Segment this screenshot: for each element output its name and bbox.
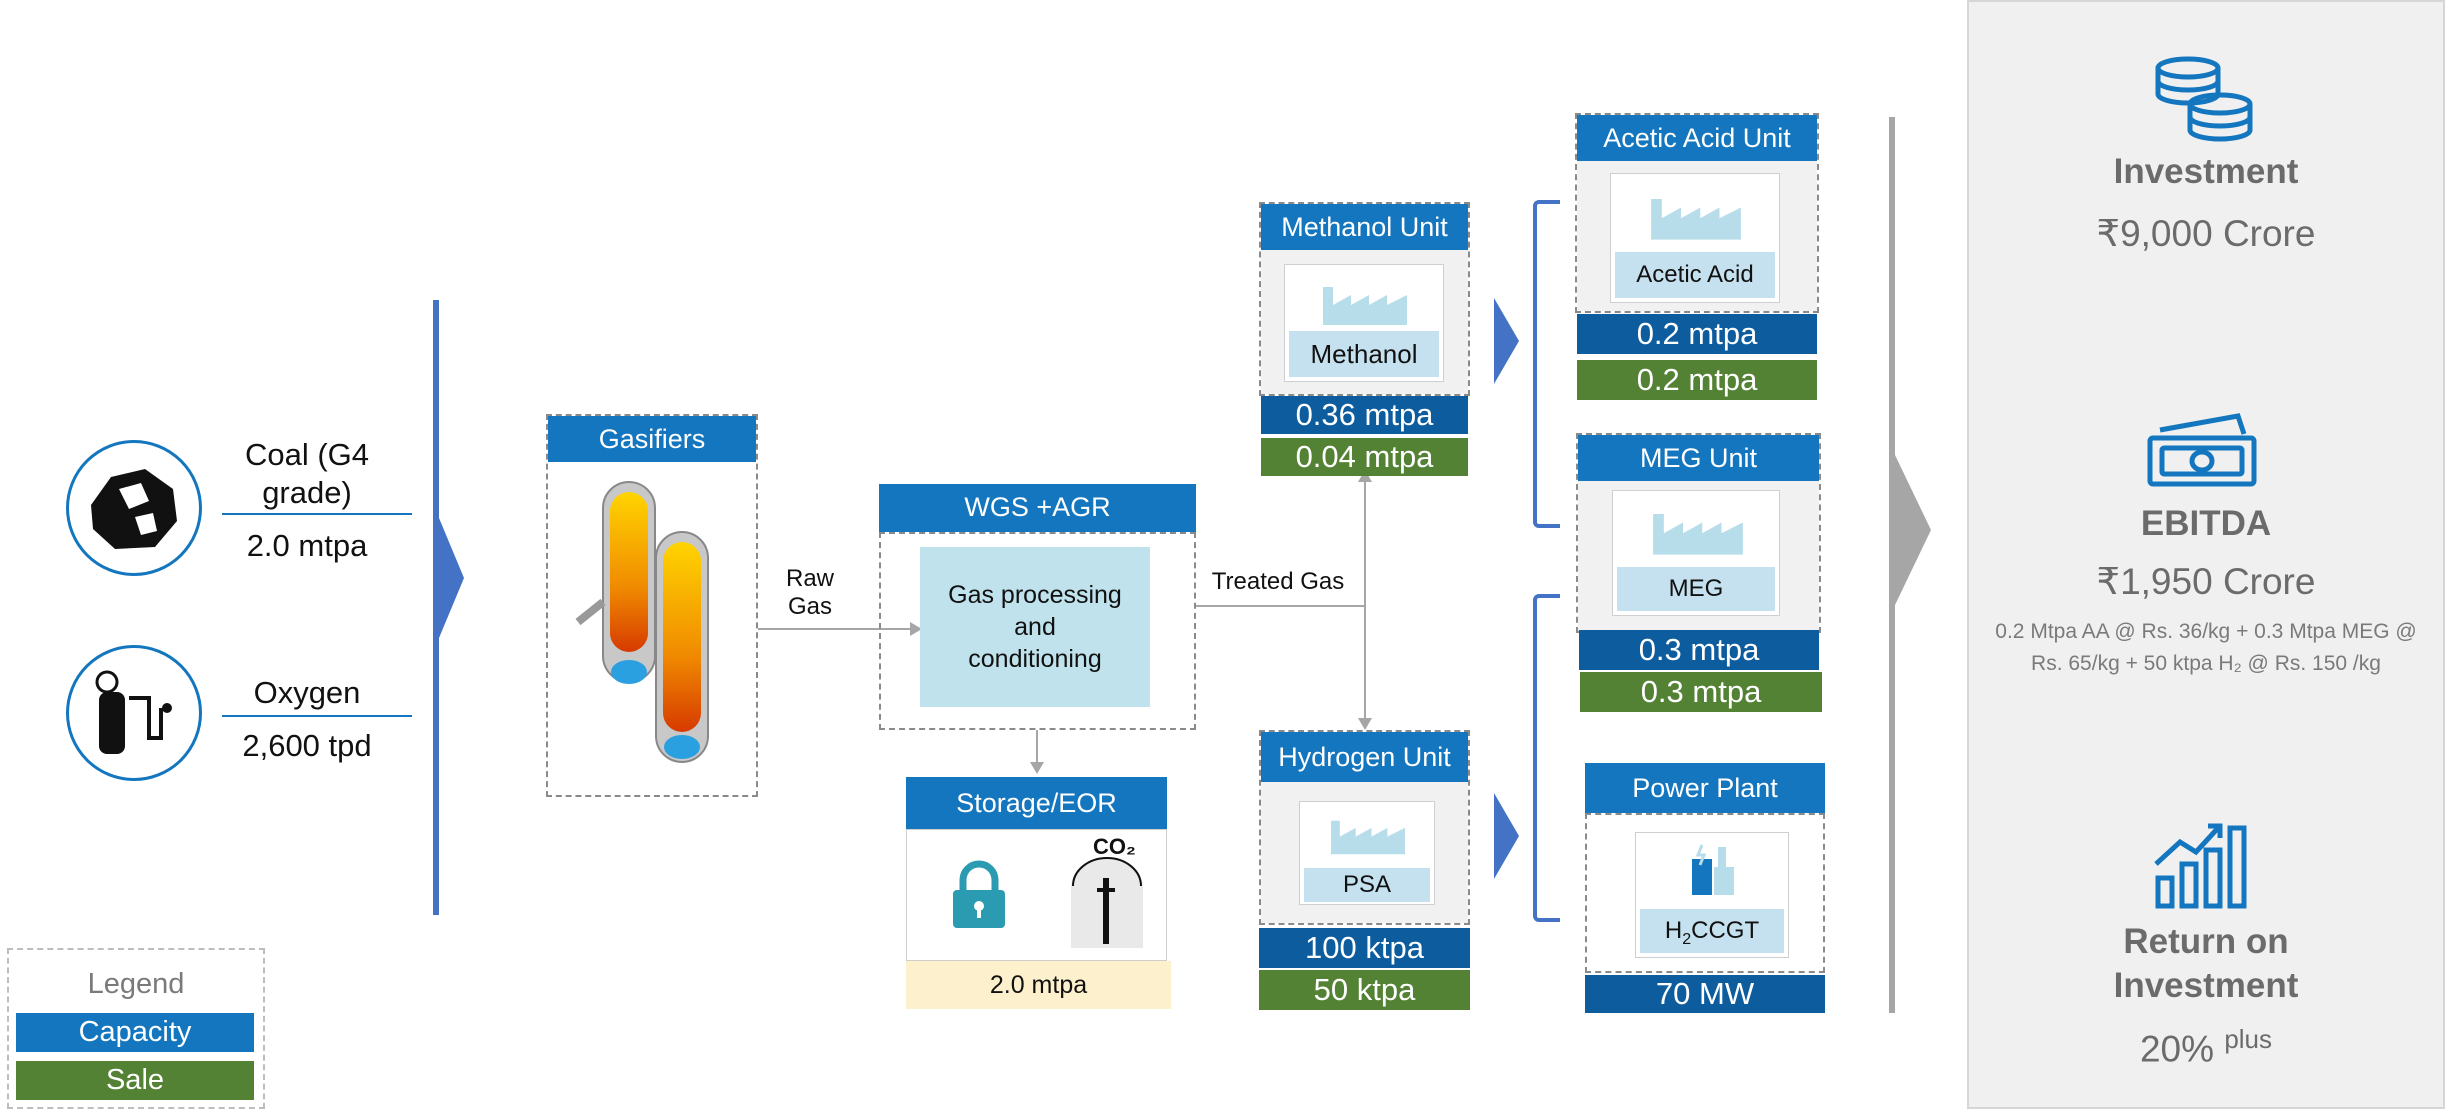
investment-label: Investment — [2113, 152, 2299, 191]
methanol-caption: Methanol — [1289, 331, 1439, 377]
coal-value: 2.0 mtpa — [246, 528, 368, 563]
power-header: Power Plant — [1585, 763, 1825, 813]
legend-title: Legend — [87, 968, 185, 1000]
power-card: H2CCGT — [1635, 832, 1789, 958]
gasifiers-header: Gasifiers — [548, 416, 756, 462]
power-plant-icon — [1692, 844, 1734, 895]
oxygen-label: Oxygen — [253, 675, 361, 710]
power-caption-sub: 2 — [1682, 930, 1692, 948]
hydrogen-to-products-arrow — [1494, 793, 1519, 879]
methanol-sale: 0.04 mtpa — [1261, 438, 1468, 476]
legend-sale: Sale — [16, 1061, 254, 1100]
wgs-body-text: Gas processing and conditioning — [948, 581, 1122, 673]
ebitda-label: EBITDA — [2140, 504, 2272, 543]
methanol-to-products-arrow — [1494, 298, 1519, 384]
treated-gas-line — [1196, 605, 1364, 607]
hydrogen-box — [1259, 730, 1470, 925]
lock-icon — [953, 860, 1005, 928]
ebitda-value: ₹1,950 Crore — [2096, 561, 2316, 602]
raw-gas-arrowhead — [910, 622, 922, 636]
banknote-icon — [2147, 413, 2257, 487]
hydrogen-capacity: 100 ktpa — [1259, 928, 1470, 968]
gasifiers-box: Gasifiers — [546, 414, 758, 797]
raw-gas-arrow — [758, 628, 913, 630]
inputs-bracket — [433, 300, 439, 915]
hydrogen-sale: 50 ktpa — [1259, 970, 1470, 1010]
acetic-capacity: 0.2 mtpa — [1577, 314, 1817, 354]
oxygen-value: 2,600 tpd — [242, 728, 372, 763]
power-caption-pre: H — [1664, 917, 1683, 944]
factory-icon — [1323, 287, 1407, 325]
acetic-card: Acetic Acid — [1610, 173, 1780, 303]
coal-divider — [222, 513, 412, 515]
summary-arrow — [1895, 455, 1931, 605]
factory-icon — [1331, 820, 1405, 855]
investment-value: ₹9,000 Crore — [2096, 213, 2316, 254]
acetic-header: Acetic Acid Unit — [1577, 115, 1817, 161]
treated-gas-riser — [1364, 480, 1366, 725]
storage-capacity: 2.0 mtpa — [906, 961, 1171, 1009]
upper-bracket — [1533, 200, 1560, 528]
oxygen-cylinder-icon — [66, 645, 202, 781]
ebitda-note: 0.2 Mtpa AA @ Rs. 36/kg + 0.3 Mtpa MEG @… — [1995, 620, 2417, 675]
hydrogen-header: Hydrogen Unit — [1261, 732, 1468, 782]
growth-chart-icon — [2154, 823, 2247, 909]
raw-gas-label: Raw Gas — [785, 565, 834, 620]
inputs-arrow — [439, 518, 464, 638]
acetic-sale: 0.2 mtpa — [1577, 360, 1817, 400]
hydrogen-caption: PSA — [1304, 868, 1430, 902]
storage-box: CO₂ — [906, 829, 1167, 961]
meg-caption: MEG — [1617, 567, 1775, 611]
oxygen-divider — [222, 715, 412, 717]
roi-value-wrap: 20% plus — [1967, 1024, 2445, 1070]
co2-label: CO₂ — [1093, 834, 1136, 859]
power-caption-main: CCGT — [1691, 917, 1760, 944]
power-caption: H2CCGT — [1640, 909, 1784, 953]
lower-bracket — [1533, 594, 1560, 922]
meg-capacity: 0.3 mtpa — [1579, 630, 1819, 670]
power-box — [1585, 813, 1825, 973]
storage-header: Storage/EOR — [906, 777, 1167, 829]
wgs-body: Gas processing and conditioning — [920, 547, 1150, 707]
methanol-header: Methanol Unit — [1261, 204, 1468, 250]
summary-panel — [1967, 0, 2445, 1109]
hydrogen-card: PSA — [1299, 801, 1435, 905]
gasifier-icon — [575, 481, 709, 763]
wgs-box — [879, 532, 1196, 730]
coins-icon — [2155, 56, 2253, 142]
summary-divider — [1889, 117, 1895, 1013]
factory-icon — [1653, 513, 1743, 555]
legend-capacity: Capacity — [16, 1013, 254, 1052]
roi-value: 20% — [2139, 1028, 2215, 1070]
acetic-box — [1575, 113, 1819, 313]
meg-card: MEG — [1612, 490, 1780, 616]
methanol-box — [1259, 202, 1470, 396]
roi-label: Return on Investment — [2113, 922, 2299, 1005]
factory-icon — [1651, 198, 1741, 240]
meg-header: MEG Unit — [1578, 435, 1819, 481]
methanol-card: Methanol — [1284, 264, 1444, 382]
co2-well-icon — [1071, 857, 1143, 948]
coal-icon — [66, 440, 202, 576]
wgs-storage-arrowhead — [1030, 762, 1044, 774]
coal-label: Coal (G4 grade) — [244, 437, 370, 510]
acetic-caption: Acetic Acid — [1615, 252, 1775, 298]
legend-box — [7, 948, 265, 1109]
wgs-storage-arrow — [1036, 730, 1038, 766]
treated-gas-label: Treated Gas — [1211, 568, 1345, 595]
roi-suffix: plus — [2224, 1024, 2273, 1054]
meg-sale: 0.3 mtpa — [1580, 672, 1822, 712]
methanol-capacity: 0.36 mtpa — [1261, 396, 1468, 434]
wgs-header: WGS +AGR — [879, 484, 1196, 532]
hydrogen-arrowhead — [1358, 718, 1372, 730]
power-capacity: 70 MW — [1585, 975, 1825, 1013]
